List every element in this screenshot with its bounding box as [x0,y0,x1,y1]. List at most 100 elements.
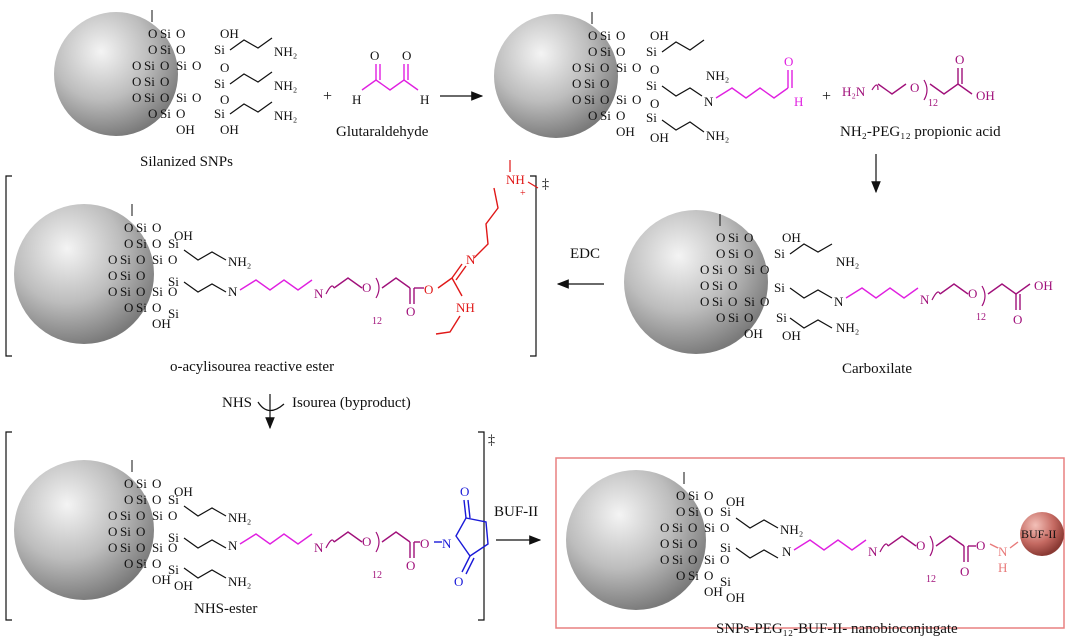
svg-text:O: O [720,552,729,567]
nhs-ester-bracket [5,431,485,621]
svg-text:O: O [700,262,709,277]
svg-text:Si: Si [728,310,739,325]
svg-text:OH: OH [726,590,745,605]
svg-text:Si: Si [584,60,595,75]
svg-text:O: O [108,540,117,555]
svg-text:Si: Si [168,562,179,577]
svg-text:O: O [132,90,141,105]
svg-text:Si: Si [646,78,657,93]
double-dagger-1: ‡ [542,177,549,192]
svg-text:Si: Si [672,536,683,551]
svg-text:O: O [676,488,685,503]
svg-text:Si: Si [672,552,683,567]
svg-text:Si: Si [144,90,155,105]
svg-text:O: O [108,268,117,283]
svg-text:O: O [676,504,685,519]
svg-text:OH: OH [152,316,171,331]
svg-text:Si: Si [152,284,163,299]
nhs-label: NHS [222,395,252,411]
silica-nanoparticle-icon [54,12,178,136]
svg-text:O: O [760,262,769,277]
conjugate-label: SNPs-PEG₁₂-BUF-II- nanobioconjugate [716,621,958,637]
svg-text:OH: OH [650,28,669,43]
svg-text:O: O [704,568,713,583]
svg-text:Si: Si [600,28,611,43]
svg-text:OH: OH [220,26,239,41]
svg-text:Si: Si [144,74,155,89]
svg-text:N: N [704,94,714,109]
svg-text:O: O [124,476,133,491]
svg-text:12: 12 [372,316,382,327]
svg-text:Si: Si [584,92,595,107]
svg-text:O: O [660,536,669,551]
svg-text:Si: Si [776,310,787,325]
svg-text:OH: OH [726,494,745,509]
svg-text:Si: Si [712,278,723,293]
svg-text:Si: Si [144,58,155,73]
svg-text:Si: Si [600,108,611,123]
svg-text:OH: OH [782,230,801,245]
svg-text:N: N [998,544,1008,559]
svg-text:Si: Si [120,252,131,267]
svg-text:O: O [976,538,985,553]
svg-text:12: 12 [926,574,936,585]
svg-text:O: O [168,508,177,523]
svg-text:O: O [132,74,141,89]
svg-text:O: O [572,60,581,75]
svg-text:Si: Si [744,294,755,309]
svg-text:O: O [700,294,709,309]
svg-text:Si: Si [120,508,131,523]
svg-text:H: H [352,92,361,107]
svg-text:NH₂: NH₂ [274,108,297,123]
svg-text:O: O [152,556,161,571]
svg-text:O: O [108,252,117,267]
svg-text:O: O [955,52,964,67]
svg-text:O: O [220,60,229,75]
svg-text:N: N [834,294,844,309]
svg-text:Si: Si [168,274,179,289]
svg-text:O: O [650,62,659,77]
silica-nanoparticle-icon [494,14,618,138]
svg-text:O: O [108,508,117,523]
svg-text:Si: Si [136,492,147,507]
svg-text:O: O [744,246,753,261]
svg-text:O: O [220,92,229,107]
svg-text:O: O [744,310,753,325]
svg-text:O: O [760,294,769,309]
svg-text:O: O [370,48,379,63]
svg-text:N: N [466,252,476,267]
svg-text:Si: Si [136,300,147,315]
svg-text:O: O [424,282,433,297]
svg-text:O: O [916,538,925,553]
svg-text:O: O [910,80,919,95]
svg-text:Si: Si [712,294,723,309]
glutaraldehyde-structure: O O H H [352,48,429,107]
svg-text:Si: Si [136,476,147,491]
svg-text:OH: OH [174,484,193,499]
buf-ii-bead-label: BUF-II [1021,527,1056,541]
svg-text:H: H [420,92,429,107]
svg-text:O: O [192,58,201,73]
svg-text:Si: Si [168,530,179,545]
svg-text:Si: Si [616,92,627,107]
isourea-label: Isourea (byproduct) [292,395,411,411]
svg-text:O: O [152,476,161,491]
svg-text:O: O [152,300,161,315]
silica-nanoparticle-icon [14,460,154,600]
svg-text:O: O [588,28,597,43]
svg-text:O: O [124,220,133,235]
svg-text:Si: Si [774,246,785,261]
svg-text:O: O [148,42,157,57]
svg-text:Si: Si [120,540,131,555]
svg-text:N: N [314,286,324,301]
svg-text:Si: Si [600,44,611,59]
svg-text:O: O [660,552,669,567]
svg-text:O: O [168,284,177,299]
svg-text:O: O [616,44,625,59]
peg-propionic-acid-structure: H₂N O 12 O OH [842,52,995,109]
